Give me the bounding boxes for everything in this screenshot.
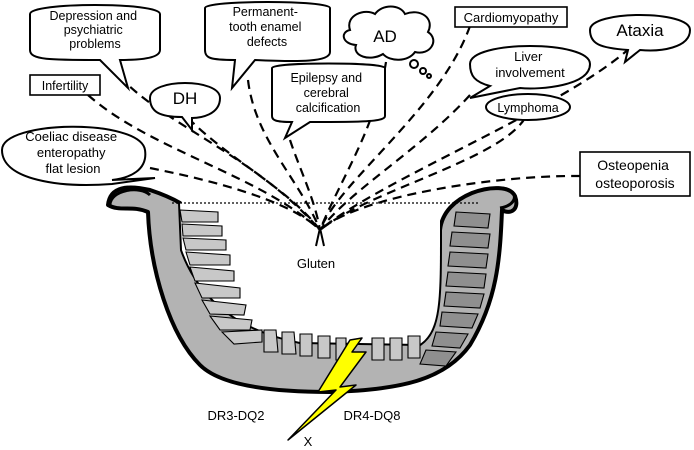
line-infertility xyxy=(87,94,321,231)
cardiomyopathy-box xyxy=(454,6,568,28)
coeliac-balloon xyxy=(0,125,156,186)
enamel-line-3: defects xyxy=(247,35,287,49)
ataxia-balloon xyxy=(588,14,692,65)
line-coeliac xyxy=(149,166,321,231)
right-fold xyxy=(494,186,516,210)
osteopenia-line-2: osteoporosis xyxy=(595,175,674,191)
ad-cloud-shape xyxy=(342,5,435,61)
enamel-label: Permanent- tooth enamel defects xyxy=(229,5,305,49)
dr4-dq8-label: DR4-DQ8 xyxy=(343,408,400,423)
ad-bubble-1 xyxy=(409,59,419,69)
depression-line-1: Depression and xyxy=(49,9,137,23)
osteopenia-label: Osteopenia osteoporosis xyxy=(595,157,674,191)
gluten-source xyxy=(315,227,325,247)
gluten-label: Gluten xyxy=(297,256,335,271)
ad-bubble-2 xyxy=(419,67,427,75)
coeliac-line-3: flat lesion xyxy=(46,161,101,176)
liver-label: Liver involvement xyxy=(495,49,565,80)
line-osteopenia xyxy=(319,174,581,231)
line-cardiomyopathy xyxy=(318,25,472,231)
infertility-box xyxy=(29,74,101,96)
intestine xyxy=(106,185,519,394)
lymphoma-balloon xyxy=(485,93,571,121)
villi-left xyxy=(179,209,263,345)
left-fold xyxy=(108,188,152,206)
osteopenia-line-1: Osteopenia xyxy=(597,157,669,173)
epilepsy-balloon xyxy=(271,62,386,141)
coeliac-line-1: Coeliac disease xyxy=(25,129,117,144)
epilepsy-label: Epilepsy and cerebral calcification xyxy=(290,71,365,115)
enamel-line-2: tooth enamel xyxy=(229,20,301,34)
ataxia-label: Ataxia xyxy=(616,21,664,40)
x-label: X xyxy=(304,434,313,449)
enamel-balloon xyxy=(204,1,331,92)
depression-line-3: problems xyxy=(69,37,120,51)
dh-label: DH xyxy=(173,89,198,108)
dr3-dq2-label: DR3-DQ2 xyxy=(207,408,264,423)
line-epilepsy xyxy=(288,139,322,231)
ad-bubble-3 xyxy=(426,73,432,79)
depression-label: Depression and psychiatric problems xyxy=(49,9,140,51)
line-liver xyxy=(319,94,471,231)
epilepsy-line-2: cerebral xyxy=(304,86,349,100)
osteopenia-box xyxy=(579,151,691,197)
ad-cloud: AD xyxy=(342,5,435,79)
epilepsy-line-1: Epilepsy and xyxy=(290,71,362,85)
villi-bottom xyxy=(263,329,421,361)
liver-balloon xyxy=(468,45,592,99)
dh-balloon xyxy=(148,82,222,133)
ad-label: AD xyxy=(373,27,397,46)
liver-line-1: Liver xyxy=(514,49,543,64)
line-ataxia xyxy=(319,47,631,231)
coeliac-label: Coeliac disease enteropathy flat lesion xyxy=(25,129,120,176)
infertility-label: Infertility xyxy=(42,79,89,93)
enamel-line-1: Permanent- xyxy=(233,5,298,19)
depression-line-2: psychiatric xyxy=(64,23,123,37)
villi-right xyxy=(419,211,491,367)
liver-line-2: involvement xyxy=(495,65,565,80)
line-enamel xyxy=(246,79,322,231)
epilepsy-line-3: calcification xyxy=(296,101,361,115)
lymphoma-label: Lymphoma xyxy=(497,101,558,115)
coeliac-line-2: enteropathy xyxy=(37,145,106,160)
line-depression xyxy=(109,64,321,231)
cardiomyopathy-label: Cardiomyopathy xyxy=(464,10,559,25)
lightning-bolt xyxy=(287,337,367,441)
depression-balloon xyxy=(29,4,161,92)
line-dh xyxy=(187,117,321,231)
line-lymphoma xyxy=(319,117,526,231)
